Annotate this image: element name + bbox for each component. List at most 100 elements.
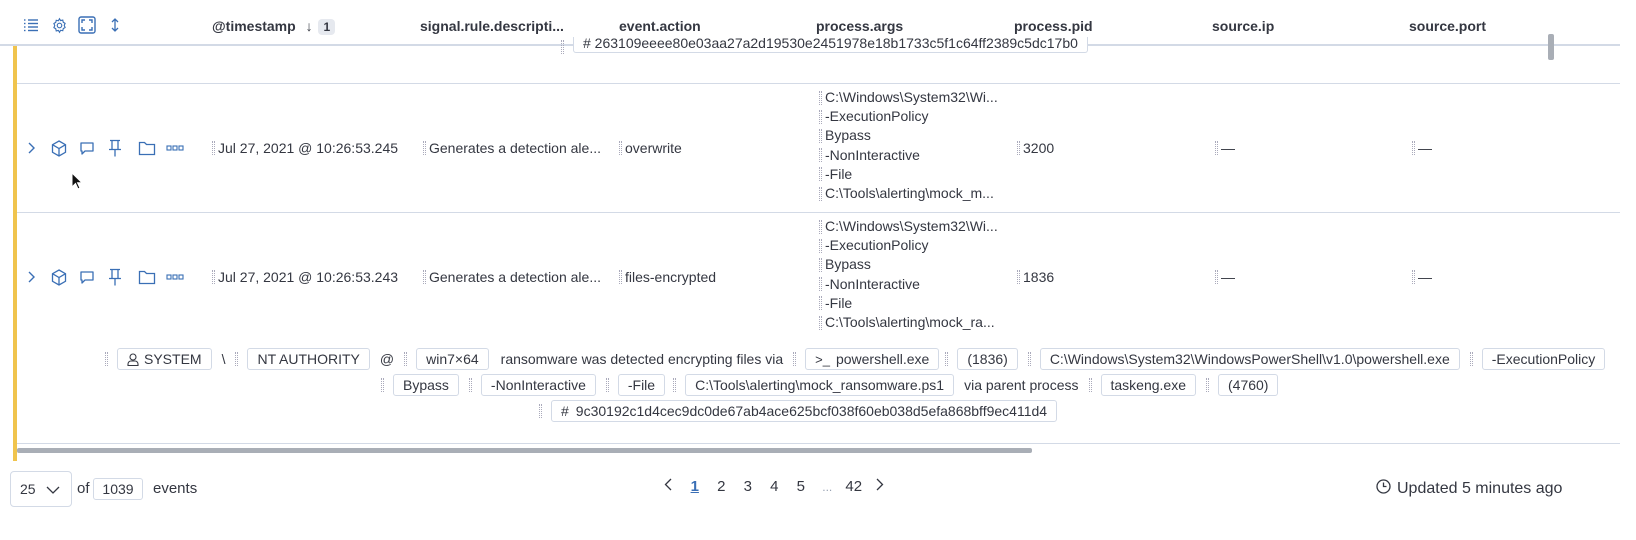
previous-page-icon[interactable] — [655, 478, 682, 495]
drag-handle[interactable] — [819, 258, 822, 272]
drag-handle[interactable] — [793, 352, 797, 366]
process-arg-value[interactable]: -ExecutionPolicy — [825, 237, 929, 254]
gear-icon[interactable] — [50, 16, 68, 34]
pin-icon[interactable] — [106, 268, 124, 286]
process-arg-value[interactable]: -File — [825, 165, 853, 182]
drag-handle[interactable] — [381, 378, 384, 392]
timestamp-value[interactable]: Jul 27, 2021 @ 10:26:53.245 — [218, 140, 399, 156]
page-2-button[interactable]: 2 — [717, 478, 726, 495]
page-3-button[interactable]: 3 — [743, 478, 752, 495]
drag-handle[interactable] — [1017, 270, 1020, 284]
drag-handle[interactable] — [619, 141, 622, 155]
column-header-process-pid[interactable]: process.pid — [1014, 18, 1093, 34]
drag-handle[interactable] — [1206, 378, 1209, 392]
column-header-timestamp[interactable]: @timestamp ↓ 1 — [212, 18, 336, 35]
process-arg-value[interactable]: C:\Windows\System32\Wi... — [825, 89, 998, 105]
process-arg-value[interactable]: -NonInteractive — [825, 146, 920, 163]
pin-icon[interactable] — [106, 139, 124, 157]
process-arg-badge[interactable]: -NonInteractive — [480, 374, 596, 396]
process-path-badge[interactable]: C:\Windows\System32\WindowsPowerShell\v1… — [1039, 348, 1460, 370]
process-arg-badge[interactable]: -File — [617, 374, 666, 396]
drag-handle[interactable] — [819, 238, 822, 253]
more-actions-icon[interactable] — [166, 139, 184, 157]
parent-process-badge[interactable]: taskeng.exe — [1100, 374, 1196, 396]
process-arg-value[interactable]: C:\Windows\System32\Wi... — [825, 218, 998, 234]
process-arg-value[interactable]: C:\Tools\alerting\mock_ra... — [825, 314, 995, 331]
column-header-event-action[interactable]: event.action — [619, 18, 701, 34]
drag-handle[interactable] — [945, 352, 949, 366]
drag-handle[interactable] — [819, 277, 822, 292]
drag-handle[interactable] — [235, 352, 239, 366]
drag-handle[interactable] — [468, 378, 472, 392]
timestamp-value[interactable]: Jul 27, 2021 @ 10:26:53.243 — [218, 269, 399, 285]
process-pid-badge[interactable]: (1836) — [957, 348, 1018, 370]
process-arg-value[interactable]: C:\Tools\alerting\mock_m... — [825, 185, 994, 202]
investigate-cube-icon[interactable] — [50, 268, 68, 286]
drag-handle[interactable] — [212, 141, 215, 155]
next-page-icon[interactable] — [867, 478, 894, 495]
parent-pid-badge[interactable]: (4760) — [1218, 374, 1279, 396]
drag-handle[interactable] — [105, 352, 108, 366]
process-name-badge[interactable]: >_ powershell.exe — [805, 348, 940, 370]
drag-handle[interactable] — [423, 270, 426, 284]
drag-handle[interactable] — [1215, 141, 1218, 155]
drag-handle[interactable] — [1088, 378, 1092, 392]
drag-handle[interactable] — [673, 378, 677, 392]
drag-handle[interactable] — [404, 352, 408, 366]
drag-handle[interactable] — [1412, 270, 1415, 284]
rule-description-value[interactable]: Generates a detection ale... — [429, 140, 601, 156]
process-arg-value[interactable]: -File — [825, 294, 853, 311]
column-header-source-port[interactable]: source.port — [1409, 18, 1487, 34]
expand-chevron-icon[interactable] — [22, 268, 40, 286]
rule-description-value[interactable]: Generates a detection ale... — [429, 269, 601, 285]
process-arg-badge[interactable]: Bypass — [393, 374, 459, 396]
drag-handle[interactable] — [619, 270, 622, 284]
drag-handle[interactable] — [1469, 352, 1473, 366]
page-5-button[interactable]: 5 — [796, 478, 805, 495]
process-arg-value[interactable]: -NonInteractive — [825, 275, 920, 292]
vertical-scrollbar[interactable] — [1548, 34, 1554, 60]
drag-handle[interactable] — [539, 404, 542, 418]
drag-handle[interactable] — [1215, 270, 1218, 284]
event-action-value[interactable]: files-encrypted — [625, 269, 717, 285]
process-arg-badge[interactable]: C:\Tools\alerting\mock_ransomware.ps1 — [685, 374, 955, 396]
process-arg-value[interactable]: Bypass — [825, 127, 871, 144]
user-domain-badge[interactable]: NT AUTHORITY — [247, 348, 370, 370]
drag-handle[interactable] — [819, 296, 822, 311]
process-arg-value[interactable]: -ExecutionPolicy — [825, 108, 929, 125]
investigate-cube-icon[interactable] — [50, 139, 68, 157]
process-arg-value[interactable]: Bypass — [825, 256, 871, 273]
drag-handle[interactable] — [819, 315, 822, 330]
drag-handle[interactable] — [1017, 141, 1020, 155]
process-pid-value[interactable]: 3200 — [1023, 140, 1055, 156]
fullscreen-icon[interactable] — [78, 16, 96, 34]
folder-icon[interactable] — [138, 268, 156, 286]
drag-handle[interactable] — [819, 90, 822, 105]
hash-badge[interactable]: # 9c30192c1d4cec9dc0de67ab4ace625bcf038f… — [551, 400, 1058, 422]
host-badge[interactable]: win7×64 — [416, 348, 489, 370]
page-1-button[interactable]: 1 — [690, 478, 699, 495]
process-pid-value[interactable]: 1836 — [1023, 269, 1055, 285]
drag-handle[interactable] — [819, 109, 822, 124]
horizontal-scrollbar[interactable] — [17, 448, 1032, 453]
drag-handle[interactable] — [561, 40, 564, 54]
page-size-select[interactable]: 25 — [10, 471, 72, 507]
drag-handle[interactable] — [819, 167, 822, 182]
page-42-button[interactable]: 42 — [845, 478, 863, 495]
folder-icon[interactable] — [138, 139, 156, 157]
comment-icon[interactable] — [78, 268, 96, 286]
row-height-icon[interactable] — [106, 16, 124, 34]
drag-handle[interactable] — [819, 148, 822, 163]
drag-handle[interactable] — [819, 129, 822, 143]
list-icon[interactable] — [22, 16, 40, 34]
drag-handle[interactable] — [819, 186, 822, 201]
more-actions-icon[interactable] — [166, 268, 184, 286]
column-header-source-ip[interactable]: source.ip — [1212, 18, 1275, 34]
drag-handle[interactable] — [819, 219, 822, 234]
drag-handle[interactable] — [1412, 141, 1415, 155]
drag-handle[interactable] — [605, 378, 609, 392]
process-arg-badge[interactable]: -ExecutionPolicy — [1481, 348, 1606, 370]
page-4-button[interactable]: 4 — [770, 478, 779, 495]
column-header-rule-description[interactable]: signal.rule.descripti... — [420, 18, 564, 34]
sort-descending-icon[interactable]: ↓ — [305, 18, 313, 34]
